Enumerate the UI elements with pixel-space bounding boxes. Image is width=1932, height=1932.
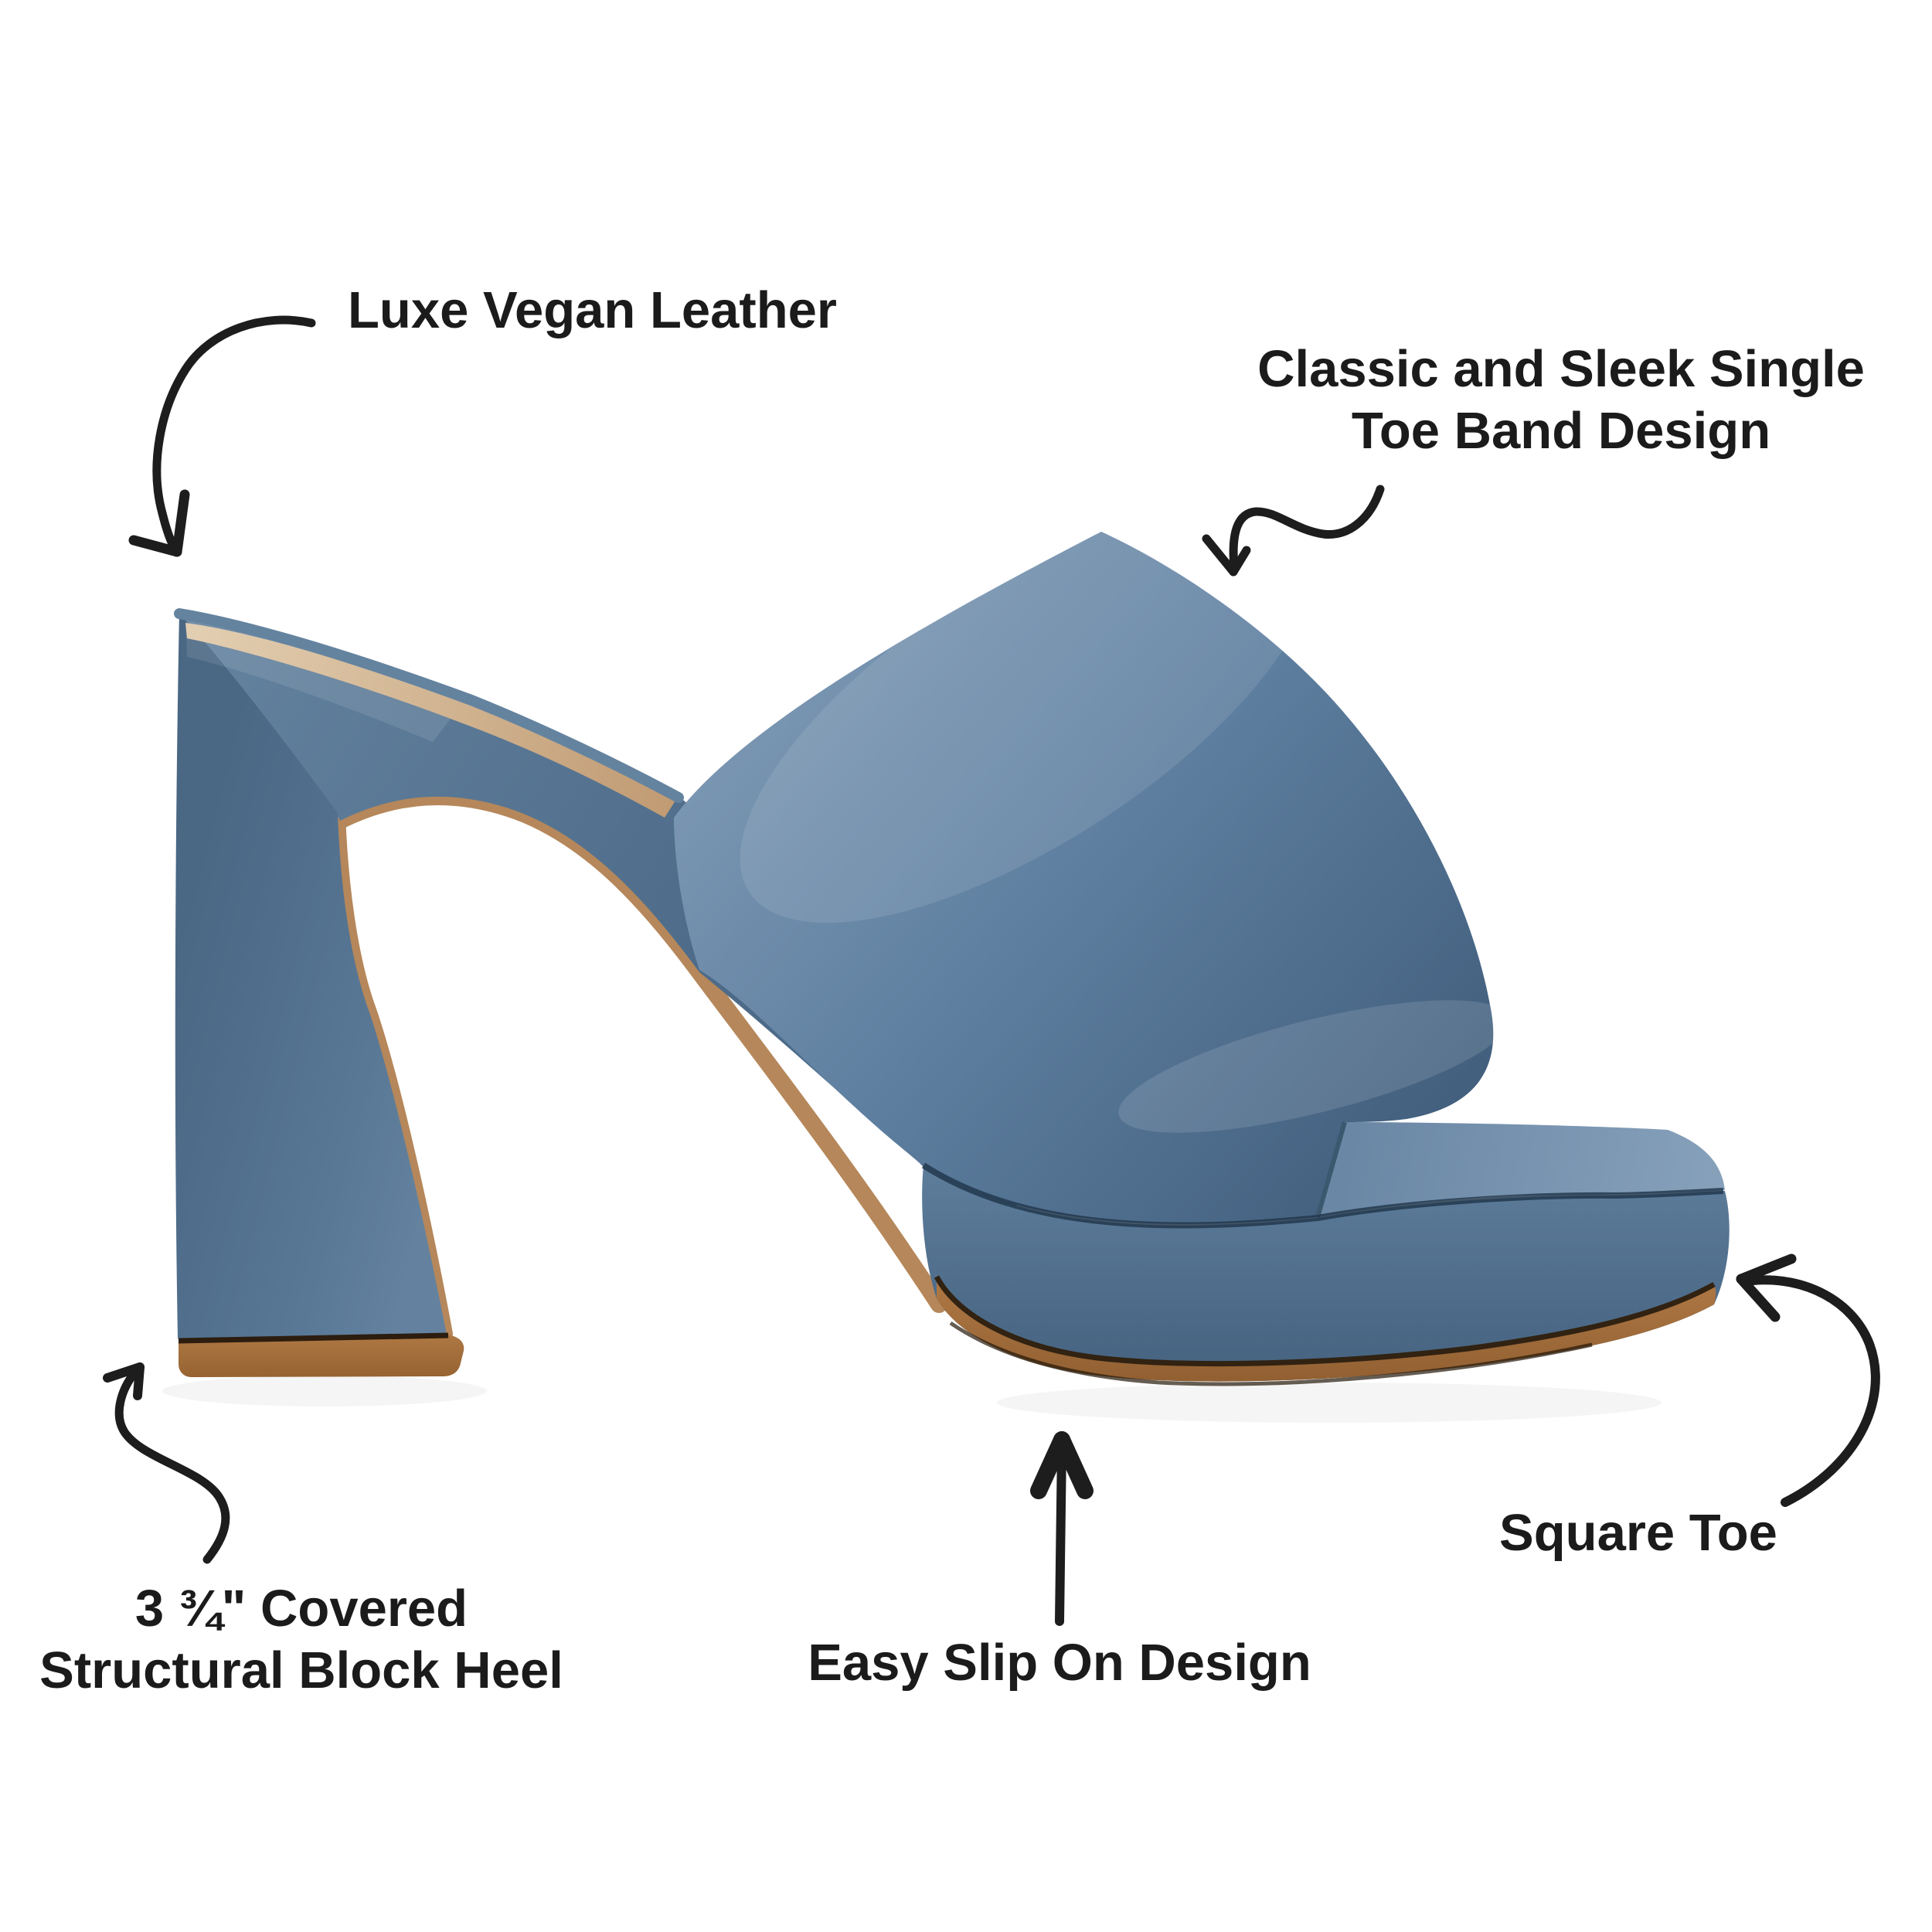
- callout-block-heel: 3 ¾" Covered Structural Block Heel: [15, 1578, 587, 1701]
- callout-slip-on-label: Easy Slip On Design: [808, 1634, 1311, 1692]
- arrow-slip-on-icon: [1030, 1431, 1094, 1626]
- callout-toe-band: Classic and Sleek Single Toe Band Design: [1221, 338, 1901, 461]
- heel-outsole: [179, 1335, 464, 1377]
- callout-toe-band-line1: Classic and Sleek Single: [1257, 340, 1865, 398]
- footbed-side: [179, 612, 1051, 1298]
- arrow-toe-band-icon: [1202, 485, 1385, 577]
- arrow-vegan-leather-icon: [128, 315, 316, 557]
- callout-block-heel-line2: Structural Block Heel: [39, 1641, 563, 1699]
- heel-block: [175, 612, 447, 1338]
- vamp-front-edge-line: [1315, 1121, 1347, 1218]
- callout-square-toe: Square Toe: [1414, 1502, 1862, 1564]
- callout-slip-on: Easy Slip On Design: [789, 1632, 1330, 1694]
- shoe-illustration: [174, 498, 1730, 1386]
- ground-shadow: [162, 1376, 1662, 1423]
- arrow-square-toe-icon: [1736, 1253, 1880, 1507]
- vamp-highlight: [740, 498, 1316, 923]
- callout-block-heel-line1: 3 ¾" Covered: [134, 1580, 468, 1638]
- platform-side: [922, 1165, 1730, 1382]
- callout-toe-band-line2: Toe Band Design: [1351, 401, 1771, 460]
- callout-square-toe-label: Square Toe: [1499, 1504, 1777, 1562]
- platform-outsole: [937, 1277, 1716, 1382]
- callout-vegan-leather-label: Luxe Vegan Leather: [348, 281, 837, 339]
- topline-piping: [174, 608, 684, 803]
- platform-welt-seam: [934, 1275, 1716, 1367]
- callout-vegan-leather: Luxe Vegan Leather: [348, 280, 904, 342]
- vamp: [674, 532, 1494, 1224]
- annotation-arrows: [103, 315, 1880, 1626]
- platform-bottom-edge: [949, 1321, 1593, 1386]
- arrow-block-heel-icon: [103, 1362, 230, 1564]
- platform-top-seam: [921, 1162, 1724, 1229]
- toe-band-highlight: [1118, 1000, 1509, 1133]
- heel-sole-seam: [178, 1332, 449, 1344]
- insole-edge: [185, 623, 675, 818]
